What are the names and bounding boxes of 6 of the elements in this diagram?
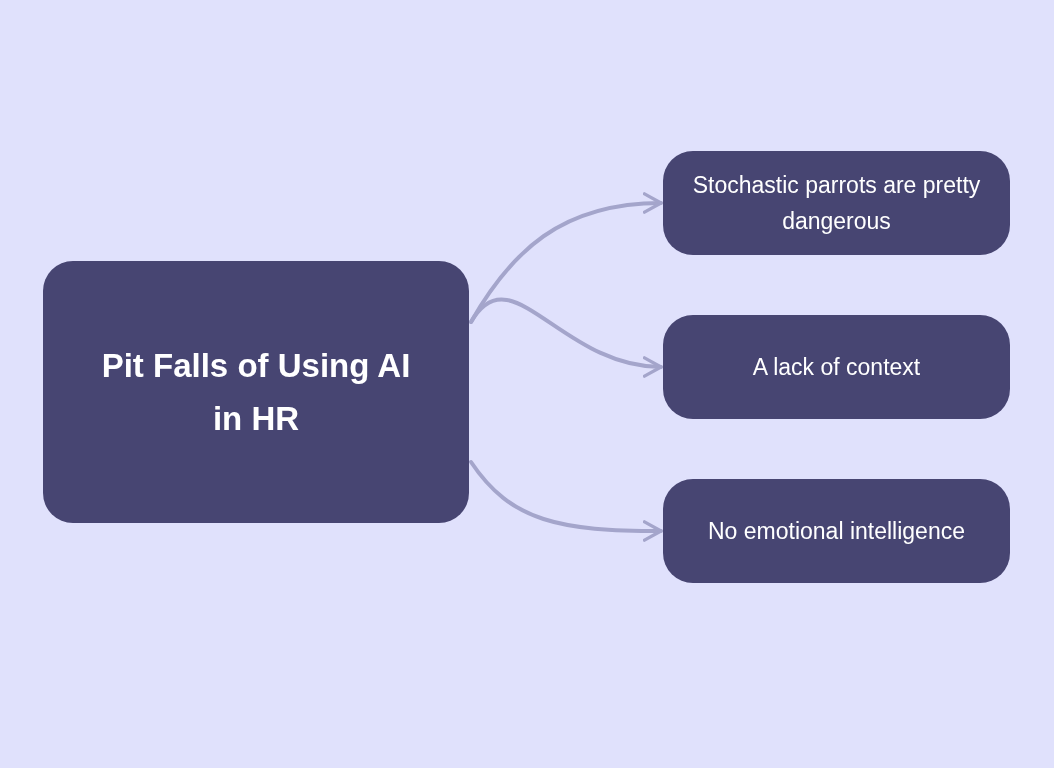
curved-arrow	[469, 297, 663, 377]
item-box: No emotional intelligence	[663, 479, 1010, 583]
item-box: A lack of context	[663, 315, 1010, 419]
item-box: Stochastic parrots are pretty dangerous	[663, 151, 1010, 255]
curved-arrow	[469, 460, 663, 542]
title-box: Pit Falls of Using AI in HR	[43, 261, 469, 523]
